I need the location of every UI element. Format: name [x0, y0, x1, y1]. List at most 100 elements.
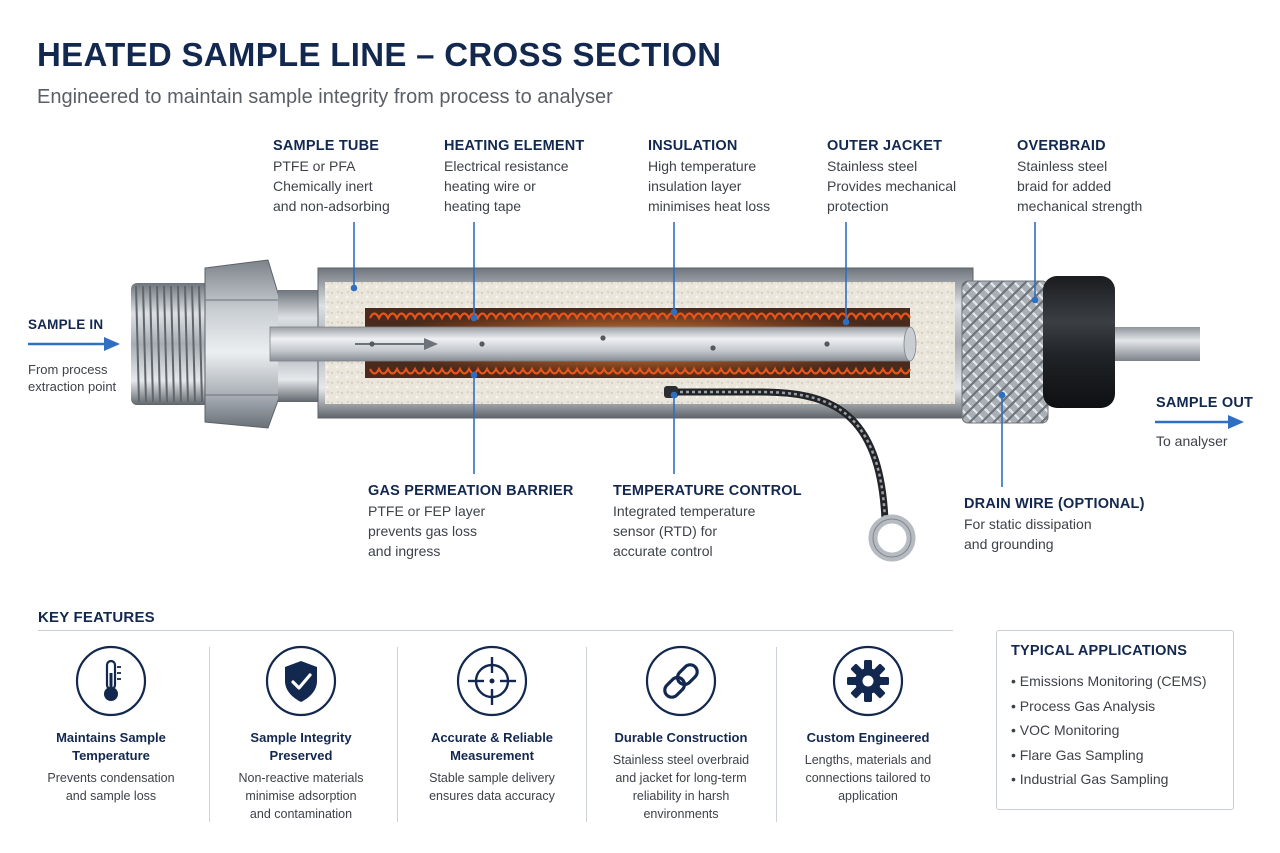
callout-line: Integrated temperature [613, 503, 756, 519]
page-subtitle: Engineered to maintain sample integrity … [37, 86, 613, 108]
list-item: • Process Gas Analysis [1011, 697, 1156, 714]
list-item: • Emissions Monitoring (CEMS) [1011, 673, 1207, 689]
thread-ridge [156, 285, 161, 403]
divider [776, 647, 777, 822]
callout-line: PTFE or PFA [273, 158, 356, 174]
callout-heading: INSULATION [648, 138, 738, 154]
callout-line: From process [28, 362, 108, 377]
callout-line: Stainless steel [1017, 158, 1108, 174]
callout-line: heating wire or [444, 178, 536, 194]
callout-heading: OUTER JACKET [827, 138, 943, 154]
gas-particle [710, 345, 716, 351]
feature-heading: Accurate & Reliable [430, 730, 554, 745]
callout-heading: DRAIN WIRE (OPTIONAL) [964, 496, 1145, 512]
typical-applications-panel: TYPICAL APPLICATIONS • Emissions Monitor… [996, 630, 1234, 810]
callout-heading: OVERBRAID [1017, 138, 1106, 154]
callout-overbraid: OVERBRAID Stainless steel braid for adde… [1017, 136, 1142, 216]
callout-drain-wire: DRAIN WIRE (OPTIONAL) For static dissipa… [964, 494, 1145, 554]
thermometer-icon [75, 645, 147, 717]
feature-heading: Preserved [269, 748, 333, 763]
callout-outer-jacket: OUTER JACKET Stainless steel Provides me… [827, 136, 956, 216]
divider [209, 647, 210, 822]
callout-line: Provides mechanical [827, 178, 957, 194]
callout-line: Electrical resistance [444, 158, 569, 174]
thread-ridge [135, 285, 140, 403]
list-item: • Industrial Gas Sampling [1011, 771, 1169, 787]
gear-tooth [847, 677, 857, 685]
feature-custom-engineered: Custom Engineered Lengths, materials and… [778, 645, 958, 805]
feature-desc: Non-reactive materials [238, 771, 364, 785]
callout-heating-element: HEATING ELEMENT Electrical resistance he… [444, 136, 584, 216]
callout-heading: SAMPLE TUBE [273, 138, 380, 154]
callout-line: To analyser [1156, 433, 1228, 449]
callout-line: For static dissipation [964, 516, 1092, 532]
callout-heading: HEATING ELEMENT [444, 138, 585, 154]
gear-tooth [879, 677, 889, 685]
divider [586, 647, 587, 822]
feature-desc: Stable sample delivery [429, 771, 555, 785]
thread-ridge [149, 285, 154, 403]
feature-desc: Prevents condensation [47, 771, 175, 785]
callout-line: prevents gas loss [368, 523, 477, 539]
feature-desc: connections tailored to [805, 771, 931, 785]
callout-sample-in: SAMPLE IN From process extraction point [28, 316, 116, 395]
gas-particle [369, 341, 375, 347]
thread-ridge [163, 285, 168, 403]
page-title: HEATED SAMPLE LINE – CROSS SECTION [37, 36, 722, 73]
callout-line: Stainless steel [827, 158, 918, 174]
callout-line: heating tape [444, 198, 522, 214]
gas-particle [824, 341, 830, 347]
list-item: • Flare Gas Sampling [1011, 746, 1144, 763]
list-item: • VOC Monitoring [1011, 722, 1120, 738]
feature-heading: Sample Integrity [250, 730, 352, 745]
callout-sample-out: SAMPLE OUT To analyser [1156, 393, 1253, 451]
callout-line: and ingress [368, 543, 441, 559]
applications-title: TYPICAL APPLICATIONS [1011, 643, 1188, 659]
gear-tooth [864, 692, 872, 702]
callout-heading: TEMPERATURE CONTROL [613, 483, 802, 499]
feature-desc: environments [643, 807, 719, 821]
thread-ridge [191, 285, 196, 403]
feature-heading: Maintains Sample [56, 730, 166, 745]
crosshair-icon [456, 645, 528, 717]
thread-ridge [177, 285, 182, 403]
callout-line: braid for added [1017, 178, 1112, 194]
callout-line: PTFE or FEP layer [368, 503, 486, 519]
feature-heading: Temperature [72, 748, 150, 763]
divider [397, 647, 398, 822]
feature-heading: Custom Engineered [806, 730, 930, 745]
callout-insulation: INSULATION High temperature insulation l… [648, 136, 770, 216]
feature-desc: application [838, 789, 898, 803]
feature-desc: reliability in harsh [632, 789, 730, 803]
feature-durable-construction: Durable Construction Stainless steel ove… [591, 645, 771, 823]
gas-particle [479, 341, 485, 347]
chain-link-icon [645, 645, 717, 717]
callout-line: protection [827, 198, 889, 214]
feature-desc: Stainless steel overbraid [612, 753, 750, 767]
callout-line: Chemically inert [273, 178, 373, 194]
gear-icon [832, 645, 904, 717]
callout-line: and non-adsorbing [273, 198, 390, 214]
cross-section-diagram [28, 222, 1244, 562]
heating-coil-top [369, 312, 911, 321]
feature-desc: and jacket for long-term [615, 771, 747, 785]
callout-heading: SAMPLE IN [28, 317, 104, 332]
gear-tooth [864, 660, 872, 670]
callout-line: extraction point [28, 379, 117, 394]
callout-heading: SAMPLE OUT [1156, 395, 1254, 411]
feature-desc: and contamination [249, 807, 353, 821]
heating-coil-bottom [369, 366, 911, 375]
thread-ridge [170, 285, 175, 403]
callout-heading: GAS PERMEATION BARRIER [368, 483, 574, 499]
gas-particle [600, 335, 606, 341]
applications-list: • Emissions Monitoring (CEMS) • Process … [1011, 669, 1219, 792]
callout-line: insulation layer [648, 178, 742, 194]
thread-ridge [142, 285, 147, 403]
callout-line: and grounding [964, 536, 1054, 552]
callout-temperature-control: TEMPERATURE CONTROL Integrated temperatu… [613, 481, 802, 561]
thread-ridge [198, 285, 203, 403]
divider [38, 630, 953, 631]
thread-ridge [184, 285, 189, 403]
